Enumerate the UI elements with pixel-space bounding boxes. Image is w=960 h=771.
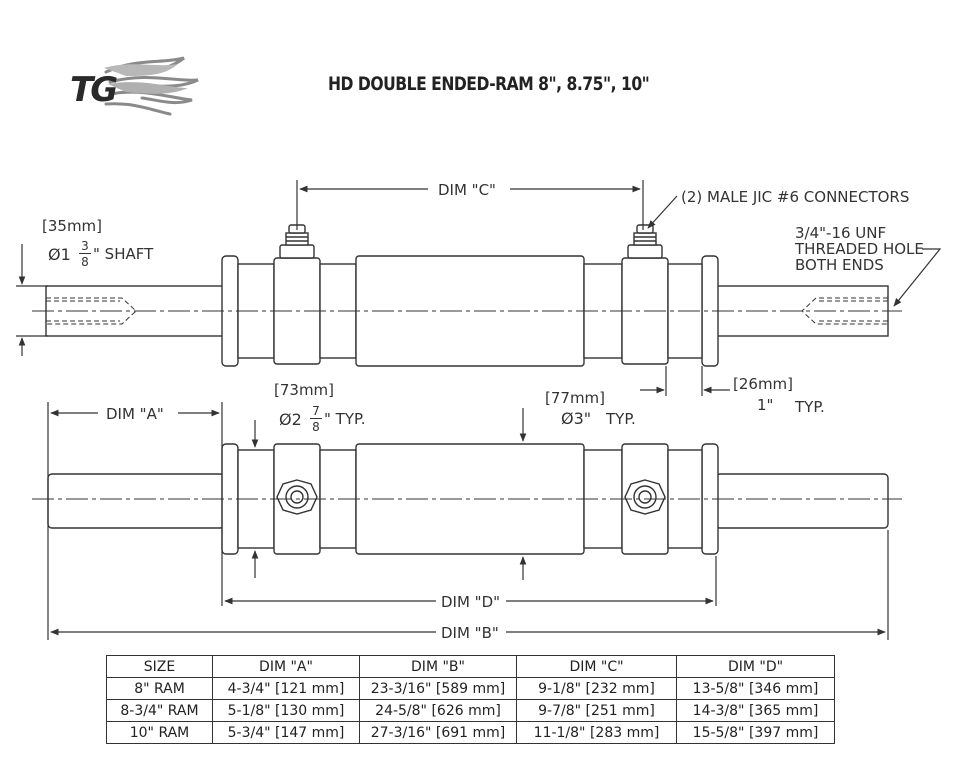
right-jic-connector [627,224,663,259]
bore-frac-num: 7 [312,404,320,418]
shaft-frac-bar [79,253,91,254]
bore-frac-den: 8 [312,420,320,434]
table-cell: 14-3/8" [365 mm] [676,699,835,722]
shaft-mm-label: [35mm] [42,217,103,235]
table-row: 10" RAM 5-3/4" [147 mm] 27-3/16" [691 mm… [106,721,835,744]
bore-typ-label: " TYP. [324,410,366,428]
shaft-frac-den: 8 [81,255,89,269]
table-cell: 24-5/8" [626 mm] [359,699,517,722]
connectors-label: (2) MALE JIC #6 CONNECTORS [681,188,910,206]
tube-phi-label: Ø3" [561,409,592,428]
shaft-label: " SHAFT [93,245,154,263]
header-dim-b: DIM "B" [359,655,517,678]
table-cell: 4-3/4" [121 mm] [212,677,360,700]
table-row: 8-3/4" RAM 5-1/8" [130 mm] 24-5/8" [626 … [106,699,835,722]
table-cell: 9-1/8" [232 mm] [516,677,677,700]
table-cell: 9-7/8" [251 mm] [516,699,677,722]
table-cell: 5-1/8" [130 mm] [212,699,360,722]
shaft-phi-label: Ø1 [48,245,71,264]
gland-mm-label: [26mm] [733,375,794,393]
centerlines [32,310,902,500]
table-cell: 10" RAM [106,721,213,744]
left-threaded-hole [46,297,137,325]
thread-label-3: BOTH ENDS [795,256,884,274]
dim-a-label: DIM "A" [106,405,164,423]
table-cell: 5-3/4" [147 mm] [212,721,360,744]
logo-text: TG [70,70,118,110]
bore-frac-bar [310,418,322,419]
table-cell: 15-5/8" [397 mm] [676,721,835,744]
bore-phi-label: Ø2 [279,410,302,429]
dim-d-label: DIM "D" [441,593,501,611]
dim-b-label: DIM "B" [441,624,499,642]
table-cell: 27-3/16" [691 mm] [359,721,517,744]
left-port-fitting [276,479,318,515]
thread-label-1: 3/4"-16 UNF [795,224,887,242]
header-dim-c: DIM "C" [516,655,677,678]
table-cell: 8" RAM [106,677,213,700]
table-cell: 11-1/8" [283 mm] [516,721,677,744]
gland-in-label: 1" [757,396,774,414]
left-jic-connector [279,224,315,259]
header-dim-a: DIM "A" [212,655,360,678]
table-header-row: SIZE DIM "A" DIM "B" DIM "C" DIM "D" [106,655,835,678]
dimension-table: SIZE DIM "A" DIM "B" DIM "C" DIM "D" 8" … [106,655,835,744]
thread-label-2: THREADED HOLE [795,240,924,258]
gland-typ-label: TYP. [795,398,825,416]
table-row: 8" RAM 4-3/4" [121 mm] 23-3/16" [589 mm]… [106,677,835,700]
page-title: HD DOUBLE ENDED-RAM 8", 8.75", 10" [328,73,650,95]
header-size: SIZE [106,655,213,678]
shaft-frac-num: 3 [81,239,89,253]
table-cell: 23-3/16" [589 mm] [359,677,517,700]
tube-mm-label: [77mm] [545,389,606,407]
table-cell: 8-3/4" RAM [106,699,213,722]
tube-typ-label: TYP. [606,410,636,428]
tg-flame-logo [104,56,199,116]
dim-c-label: DIM "C" [438,181,496,199]
bore-mm-label: [73mm] [274,381,335,399]
table-cell: 13-5/8" [346 mm] [676,677,835,700]
right-port-fitting [624,479,666,515]
header-dim-d: DIM "D" [676,655,835,678]
